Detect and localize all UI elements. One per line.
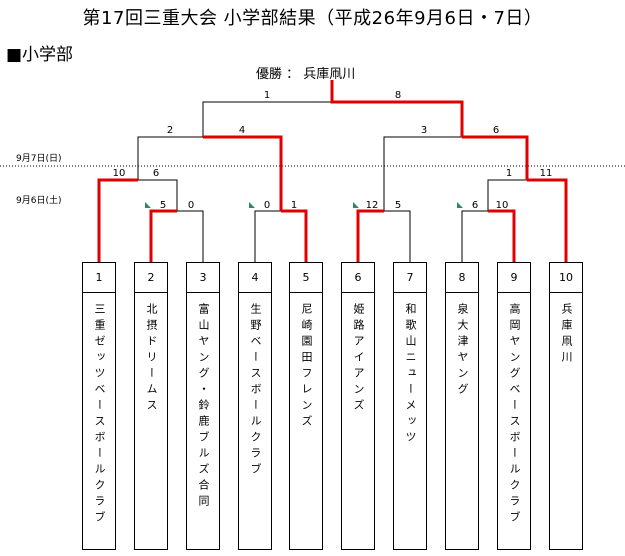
final-winner-path (330, 80, 464, 137)
score-qf2-right: 11 (539, 168, 553, 179)
score-semi2-right: 6 (492, 125, 500, 136)
winner-name: 兵庫凧川 (303, 67, 356, 82)
team-number: 3 (187, 263, 219, 293)
score-semi1-left: 2 (166, 125, 174, 136)
score-r1d-left: 6 (471, 200, 479, 211)
qf2-winner-path (527, 178, 568, 262)
team-box-3: 3 富山ヤング・鈴鹿ブルズ合同 (186, 262, 220, 550)
score-semi1-right: 4 (238, 125, 246, 136)
team-box-8: 8 泉大津ヤング (445, 262, 479, 550)
team-name: 北摂ドリームス (145, 303, 158, 415)
team-name: 和歌山ニューメッツ (404, 303, 417, 447)
winner-line: 優勝 ： 兵庫凧川 (256, 63, 355, 82)
r1b-winner-path (281, 209, 308, 262)
qf2-bracket (487, 179, 567, 262)
team-box-10: 10 兵庫凧川 (549, 262, 583, 550)
date-label-day1: 9月6日(土) (16, 196, 62, 206)
team-box-4: 4 生野ベースボールクラブ (238, 262, 272, 550)
r1a-bracket (150, 210, 204, 262)
qf1-bracket (98, 179, 178, 262)
score-semi2-left: 3 (420, 125, 428, 136)
winner-label: 優勝 ： (256, 67, 300, 82)
score-r1a-left: 5 (159, 200, 167, 211)
r1c-winner-path (356, 209, 384, 262)
r1b-bracket (254, 210, 307, 262)
team-name: 兵庫凧川 (560, 303, 573, 367)
team-number: 4 (239, 263, 271, 293)
team-number: 9 (498, 263, 530, 293)
team-box-7: 7 和歌山ニューメッツ (393, 262, 427, 550)
page-title: 第17回三重大会 小学部結果（平成26年9月6日・7日） (82, 8, 543, 29)
r1a-winner-path (149, 209, 177, 262)
r1c-bracket (357, 210, 411, 262)
score-r1b-left: 0 (263, 200, 271, 211)
score-r1d-right: 10 (495, 200, 509, 211)
score-final-left: 1 (263, 90, 271, 101)
flag-icon (353, 202, 359, 208)
flag-icon (249, 202, 255, 208)
team-box-6: 6 姫路アイアンズ (341, 262, 375, 550)
team-number: 5 (290, 263, 322, 293)
date-label-day2: 9月7日(日) (16, 154, 62, 164)
team-name: 富山ヤング・鈴鹿ブルズ合同 (197, 303, 210, 511)
r1d-winner-path (488, 209, 516, 262)
team-name: 姫路アイアンズ (352, 303, 365, 415)
qf1-winner-path (97, 178, 138, 262)
winning-paths (97, 80, 568, 262)
team-name: 三重ゼッツベースボールクラブ (93, 303, 106, 527)
score-r1c-right: 5 (394, 200, 402, 211)
team-number: 2 (135, 263, 167, 293)
team-number: 8 (446, 263, 478, 293)
flag-icon (145, 202, 151, 208)
team-name: 生野ベースボールクラブ (249, 303, 262, 479)
team-name: 泉大津ヤング (456, 303, 469, 399)
score-qf2-left: 1 (505, 168, 513, 179)
score-r1b-right: 1 (290, 200, 298, 211)
team-name: 尼崎園田フレンズ (300, 303, 313, 431)
score-r1a-right: 0 (187, 200, 195, 211)
sf2-winner-path (462, 135, 529, 180)
score-qf1-right: 6 (152, 168, 160, 179)
team-box-9: 9 高岡ヤングベースボールクラブ (497, 262, 531, 550)
team-name: 高岡ヤングベースボールクラブ (508, 303, 521, 527)
team-box-2: 2 北摂ドリームス (134, 262, 168, 550)
score-final-right: 8 (394, 90, 402, 101)
score-r1c-left: 12 (365, 200, 379, 211)
team-box-1: 1 三重ゼッツベースボールクラブ (82, 262, 116, 550)
team-number: 1 (83, 263, 115, 293)
team-number: 10 (550, 263, 582, 293)
section-heading: ■小学部 (6, 45, 74, 65)
team-box-5: 5 尼崎園田フレンズ (289, 262, 323, 550)
team-number: 7 (394, 263, 426, 293)
team-number: 6 (342, 263, 374, 293)
r1d-bracket (461, 210, 515, 262)
flag-icon (457, 202, 463, 208)
sf1-winner-path (203, 135, 283, 211)
score-qf1-left: 10 (112, 168, 126, 179)
